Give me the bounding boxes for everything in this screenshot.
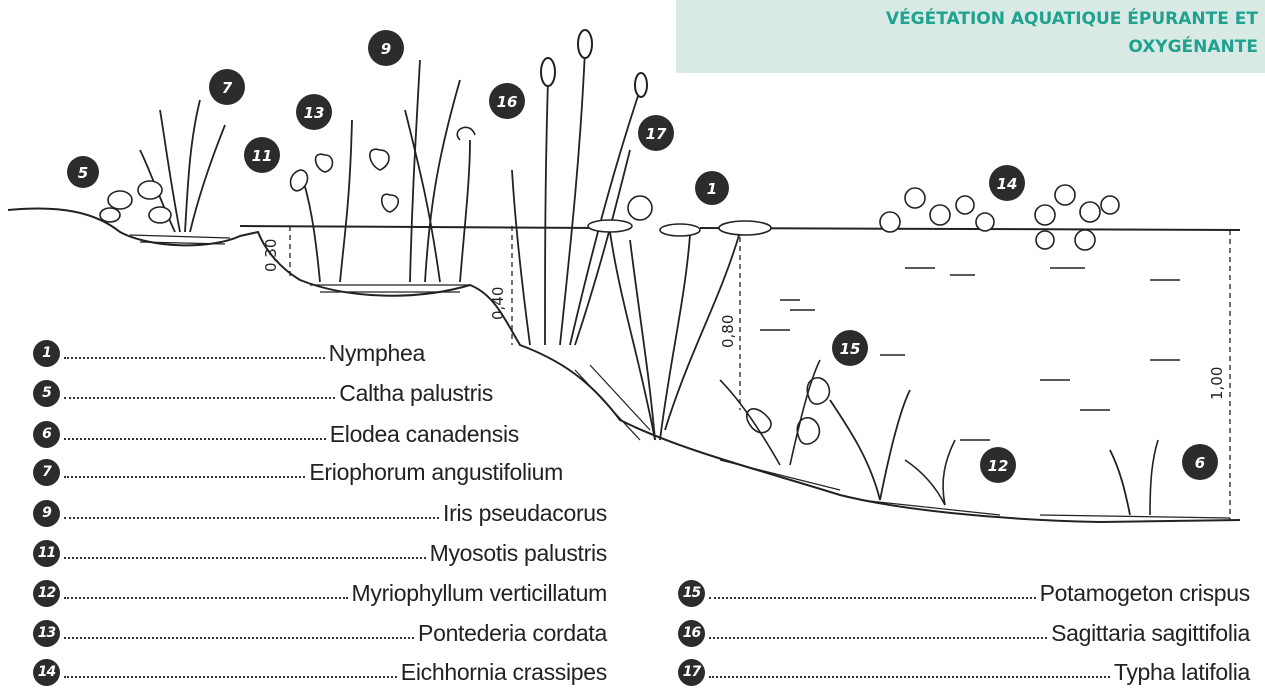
legend-number: 16: [678, 620, 705, 647]
legend-species: Sagittaria sagittifolia: [1051, 620, 1250, 647]
legend-species: Iris pseudacorus: [443, 500, 607, 527]
legend-number: 1: [33, 340, 60, 367]
legend-number: 13: [33, 620, 60, 647]
callout-16: 16: [489, 83, 525, 119]
legend-species: Myosotis palustris: [430, 540, 607, 567]
legend-number: 12: [33, 580, 60, 607]
svg-text:9: 9: [381, 40, 391, 58]
callout-11: 11: [244, 137, 280, 173]
legend-number: 7: [33, 459, 60, 486]
callout-14: 14: [989, 165, 1025, 201]
depth-label-030: 0,30: [262, 239, 280, 272]
legend-item: 7 Eriophorum angustifolium: [33, 456, 563, 488]
callout-1: 1: [695, 171, 729, 205]
legend-number: 11: [33, 540, 60, 567]
leader-dots: [64, 517, 439, 519]
callout-6: 6: [1182, 444, 1218, 480]
depth-label-080: 0,80: [719, 315, 737, 348]
svg-text:16: 16: [497, 93, 518, 111]
leader-dots: [64, 476, 305, 478]
svg-text:7: 7: [222, 79, 233, 97]
legend-number: 5: [33, 380, 60, 407]
svg-text:11: 11: [252, 147, 273, 165]
legend-number: 15: [678, 580, 705, 607]
callout-5: 5: [67, 156, 99, 188]
legend-item: 14 Eichhornia crassipes: [33, 656, 607, 688]
svg-text:14: 14: [997, 175, 1018, 193]
legend-item: 9 Iris pseudacorus: [33, 497, 607, 529]
callout-15: 15: [832, 330, 868, 366]
leader-dots: [64, 597, 348, 599]
leader-dots: [64, 438, 326, 440]
legend-species: Potamogeton crispus: [1040, 580, 1250, 607]
callout-12: 12: [980, 447, 1016, 483]
legend-item: 1 Nymphea: [33, 337, 425, 369]
depth-label-100: 1,00: [1208, 367, 1226, 400]
legend-item: 6 Elodea canadensis: [33, 418, 519, 450]
svg-text:5: 5: [78, 164, 88, 182]
callout-7: 7: [209, 69, 245, 105]
legend-species: Typha latifolia: [1114, 659, 1250, 686]
leader-dots: [64, 397, 335, 399]
callout-9: 9: [368, 30, 404, 66]
leader-dots: [64, 557, 426, 559]
leader-dots: [64, 676, 397, 678]
callout-13: 13: [296, 94, 332, 130]
svg-text:6: 6: [1195, 454, 1205, 472]
legend-species: Caltha palustris: [339, 380, 493, 407]
legend-item: 16 Sagittaria sagittifolia: [678, 617, 1250, 649]
legend-item: 12 Myriophyllum verticillatum: [33, 577, 607, 609]
svg-text:13: 13: [304, 104, 325, 122]
legend-number: 6: [33, 421, 60, 448]
depth-label-040: 0,40: [489, 287, 507, 320]
legend-species: Elodea canadensis: [330, 421, 519, 448]
legend-species: Myriophyllum verticillatum: [352, 580, 607, 607]
legend-item: 5 Caltha palustris: [33, 377, 493, 409]
svg-text:1: 1: [707, 180, 717, 198]
leader-dots: [709, 637, 1047, 639]
svg-text:15: 15: [840, 340, 861, 358]
legend-species: Pontederia cordata: [418, 620, 607, 647]
svg-text:17: 17: [646, 125, 667, 143]
svg-text:12: 12: [988, 457, 1009, 475]
leader-dots: [709, 676, 1110, 678]
legend-species: Eichhornia crassipes: [401, 659, 607, 686]
legend-item: 11 Myosotis palustris: [33, 537, 607, 569]
leader-dots: [709, 597, 1036, 599]
legend-species: Eriophorum angustifolium: [309, 459, 563, 486]
legend-item: 13 Pontederia cordata: [33, 617, 607, 649]
legend-item: 15 Potamogeton crispus: [678, 577, 1250, 609]
leader-dots: [64, 357, 325, 359]
legend-number: 9: [33, 500, 60, 527]
leader-dots: [64, 637, 414, 639]
callout-17: 17: [638, 115, 674, 151]
legend-item: 17 Typha latifolia: [678, 656, 1250, 688]
legend-number: 17: [678, 659, 705, 686]
legend-number: 14: [33, 659, 60, 686]
legend-species: Nymphea: [329, 340, 425, 367]
